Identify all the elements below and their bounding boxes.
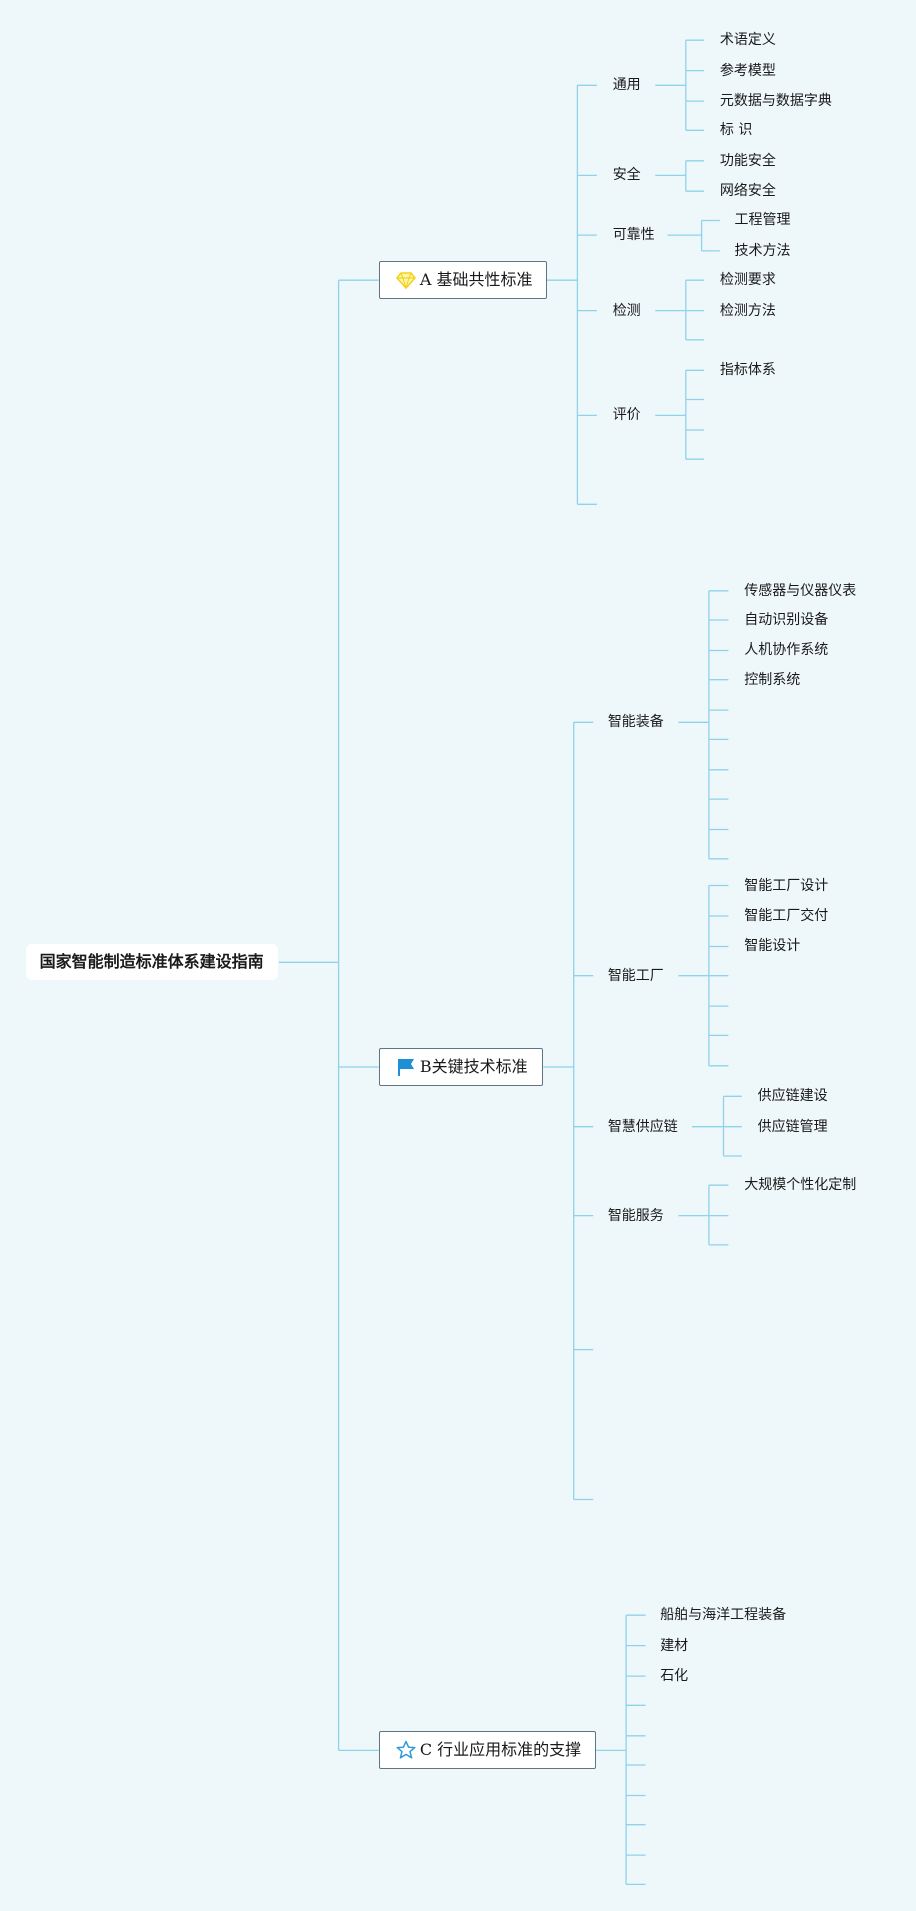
leaf-gongyinglian-jianshe[interactable]: 供应链建设 xyxy=(757,1088,828,1105)
branch-a-topic[interactable]: A 基础共性标准 xyxy=(378,261,548,300)
branch-b-topic[interactable]: B关键技术标准 xyxy=(378,1048,543,1087)
leaf-gongchang-sheji[interactable]: 智能工厂设计 xyxy=(744,877,829,894)
topic-anquan[interactable]: 安全 xyxy=(612,167,641,184)
root-topic[interactable]: 国家智能制造标准体系建设指南 xyxy=(25,944,278,981)
topic-tongyong[interactable]: 通用 xyxy=(612,77,641,94)
leaf-gongyinglian-guanli[interactable]: 供应链管理 xyxy=(757,1118,828,1135)
topic-kekaoxing[interactable]: 可靠性 xyxy=(612,227,655,244)
leaf-chuanbo-haiyang[interactable]: 船舶与海洋工程装备 xyxy=(660,1607,787,1624)
leaf-renji-xiezuo[interactable]: 人机协作系统 xyxy=(744,642,829,659)
leaf-kongzhi-xitong[interactable]: 控制系统 xyxy=(744,671,801,688)
leaf-jiance-fangfa[interactable]: 检测方法 xyxy=(719,302,776,319)
topic-pingjia[interactable]: 评价 xyxy=(612,407,641,424)
leaf-jiance-yaoqiu[interactable]: 检测要求 xyxy=(719,272,776,289)
leaf-gongneng-anquan[interactable]: 功能安全 xyxy=(719,152,776,169)
leaf-shuyu-dingyi[interactable]: 术语定义 xyxy=(719,32,776,49)
leaf-wangluo-anquan[interactable]: 网络安全 xyxy=(719,183,776,200)
gem-icon xyxy=(396,270,416,291)
leaf-cankao-moxing[interactable]: 参考模型 xyxy=(719,62,776,79)
topic-zhihui-gongyinglian[interactable]: 智慧供应链 xyxy=(607,1118,678,1135)
leaf-gongcheng-guanli[interactable]: 工程管理 xyxy=(734,212,791,229)
root-topic-label: 国家智能制造标准体系建设指南 xyxy=(39,952,264,972)
topic-jiance[interactable]: 检测 xyxy=(612,302,641,319)
branch-a-label: A 基础共性标准 xyxy=(419,270,533,290)
leaf-zhibiao-tixi[interactable]: 指标体系 xyxy=(719,362,776,379)
leaf-zhineng-sheji[interactable]: 智能设计 xyxy=(744,938,801,955)
topic-zhineng-gongchang[interactable]: 智能工厂 xyxy=(607,967,664,984)
leaf-chuanganqi[interactable]: 传感器与仪器仪表 xyxy=(744,582,857,599)
leaf-shihua[interactable]: 石化 xyxy=(660,1668,689,1685)
flag-icon xyxy=(396,1057,416,1077)
leaf-zidong-shibie[interactable]: 自动识别设备 xyxy=(744,612,829,628)
leaf-yuanshuju[interactable]: 元数据与数据字典 xyxy=(719,93,832,110)
leaf-biaoshi[interactable]: 标 识 xyxy=(719,122,753,139)
branch-b-label: B关键技术标准 xyxy=(419,1057,528,1077)
leaf-dingzhi[interactable]: 大规模个性化定制 xyxy=(744,1177,857,1194)
branch-c-label: C 行业应用标准的支撑 xyxy=(419,1740,582,1760)
leaf-gongchang-jiaofu[interactable]: 智能工厂交付 xyxy=(744,908,829,924)
star-icon xyxy=(396,1740,416,1760)
branch-c-topic[interactable]: C 行业应用标准的支撑 xyxy=(378,1731,597,1770)
topic-zhineng-fuwu[interactable]: 智能服务 xyxy=(607,1207,664,1224)
leaf-jiancai[interactable]: 建材 xyxy=(660,1637,689,1654)
leaf-jishu-fangfa[interactable]: 技术方法 xyxy=(734,242,791,259)
topic-zhineng-zhuangbei[interactable]: 智能装备 xyxy=(607,714,664,731)
